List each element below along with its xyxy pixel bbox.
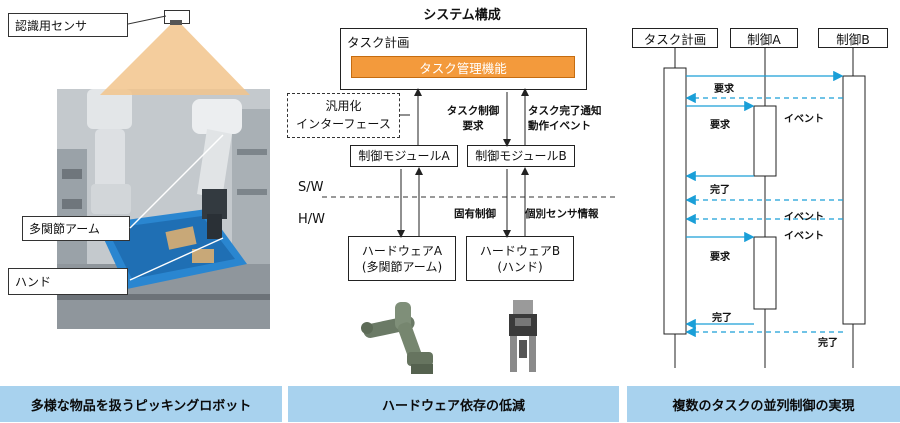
control-module-b-box: 制御モジュールB	[467, 145, 575, 167]
msg-event-3: イベント	[784, 231, 824, 242]
msg-done-2: 完了	[712, 313, 732, 324]
msg-done-3: 完了	[818, 338, 838, 349]
sw-label: S/W	[298, 180, 324, 195]
lane-task-plan-label: タスク計画	[643, 31, 707, 47]
left-caption: 多様な物品を扱うピッキングロボット	[30, 398, 252, 414]
task-plan-box: タスク計画 タスク管理機能	[340, 28, 587, 90]
arm-callout: 多関節アーム	[22, 216, 130, 241]
hardware-b-box: ハードウェアB (ハンド)	[466, 236, 574, 281]
msg-request-3: 要求	[710, 252, 730, 263]
sensor-pointer-line	[128, 15, 167, 25]
msg-event-2: イベント	[784, 212, 824, 223]
sensor-label: 認識用センサ	[15, 18, 88, 33]
task-plan-label: タスク計画	[347, 35, 410, 50]
hardware-b-line2: (ハンド)	[497, 259, 543, 274]
sensor-beam-icon	[100, 25, 250, 95]
right-caption-banner: 複数のタスクの並列制御の実現	[627, 386, 900, 422]
lane-control-a: 制御A	[730, 28, 798, 48]
robot-arm-icon	[361, 302, 433, 374]
generic-interface-box: 汎用化 インターフェース	[287, 93, 400, 138]
hardware-a-box: ハードウェアA (多関節アーム)	[348, 236, 456, 281]
hardware-b-line1: ハードウェアB	[479, 243, 561, 258]
generic-interface-line2: インターフェース	[296, 117, 391, 131]
hand-label: ハンド	[15, 275, 52, 289]
generic-interface-line1: 汎用化	[325, 99, 362, 113]
hw-label: H/W	[298, 212, 326, 227]
left-caption-banner: 多様な物品を扱うピッキングロボット	[0, 386, 282, 422]
msg-event-1: イベント	[784, 114, 824, 125]
msg-done-1: 完了	[710, 185, 730, 196]
task-control-request-line2: 要求	[462, 120, 484, 132]
task-done-label: タスク完了通知 動作イベント	[528, 104, 608, 134]
system-connectors	[322, 88, 617, 238]
task-manager-box: タスク管理機能	[351, 56, 575, 78]
task-done-line2: 動作イベント	[528, 120, 591, 132]
hardware-a-line1: ハードウェアA	[361, 243, 443, 258]
sensor-lens-icon	[170, 20, 182, 25]
lane-control-a-label: 制御A	[747, 31, 781, 47]
arm-pointer-line	[129, 134, 224, 229]
arm-label: 多関節アーム	[29, 222, 100, 236]
task-done-line1: タスク完了通知	[528, 105, 602, 117]
lane-task-plan: タスク計画	[632, 28, 718, 48]
msg-request-1: 要求	[714, 84, 734, 95]
middle-caption: ハードウェア依存の低減	[381, 398, 525, 414]
system-title: システム構成	[423, 8, 501, 23]
robot-hand-icon	[509, 300, 537, 372]
control-module-b-label: 制御モジュールB	[475, 149, 567, 163]
control-module-a-box: 制御モジュールA	[350, 145, 458, 167]
sensor-info-label: 個別センサ情報	[525, 208, 599, 220]
msg-request-2: 要求	[710, 120, 730, 131]
hand-pointer-line	[129, 237, 224, 281]
lane-control-b-label: 制御B	[836, 31, 870, 47]
control-module-a-label: 制御モジュールA	[358, 149, 450, 163]
lane-control-b: 制御B	[818, 28, 888, 48]
sensor-callout: 認識用センサ	[8, 13, 128, 37]
specific-control-label: 固有制御	[454, 208, 496, 220]
right-caption: 複数のタスクの並列制御の実現	[672, 398, 855, 414]
hand-callout: ハンド	[8, 268, 128, 295]
middle-caption-banner: ハードウェア依存の低減	[288, 386, 619, 422]
sequence-diagram	[663, 48, 866, 368]
task-control-request-line1: タスク制御	[446, 105, 500, 117]
task-manager-label: タスク管理機能	[419, 60, 507, 76]
hardware-a-line2: (多関節アーム)	[361, 259, 443, 274]
task-control-request-label: タスク制御 要求	[438, 104, 508, 134]
